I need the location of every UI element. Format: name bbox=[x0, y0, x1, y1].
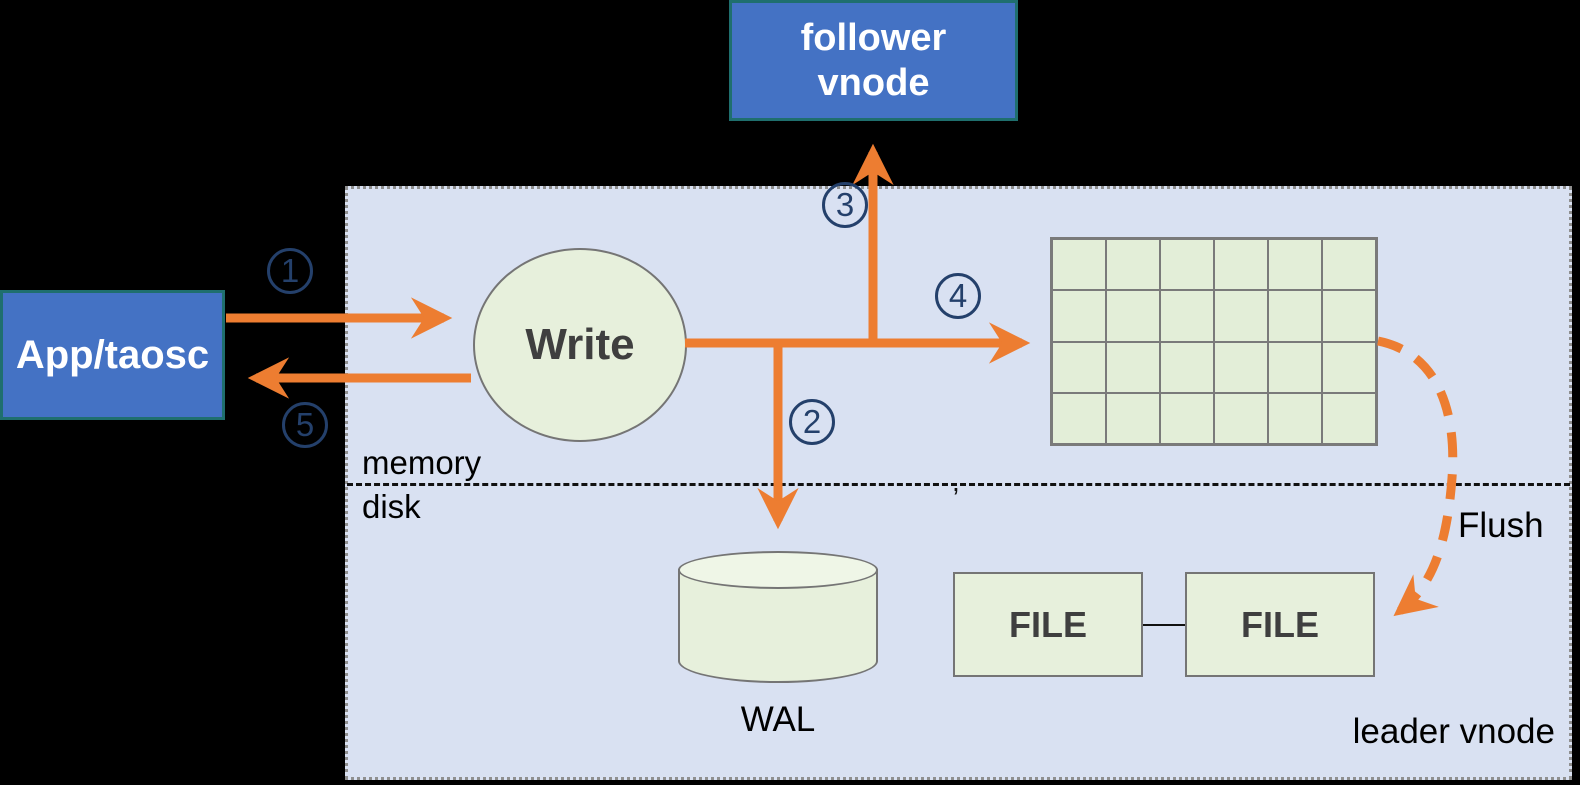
follower-vnode-node: follower vnode bbox=[729, 0, 1018, 121]
memtable-cell bbox=[1268, 239, 1322, 291]
memtable-cell bbox=[1106, 239, 1160, 291]
write-process-node: Write bbox=[473, 248, 687, 442]
memtable-cell bbox=[1160, 392, 1214, 444]
leader-vnode-label: leader vnode bbox=[1352, 712, 1555, 751]
memtable-cell bbox=[1268, 290, 1322, 342]
step-5-number: 5 bbox=[295, 406, 315, 443]
follower-vnode-label: follower vnode bbox=[800, 16, 947, 104]
disk-label: disk bbox=[362, 488, 421, 525]
wal-cylinder-top bbox=[678, 551, 878, 589]
wal-cylinder bbox=[678, 551, 878, 683]
memtable-cell bbox=[1106, 392, 1160, 444]
file-connector-line bbox=[1143, 624, 1185, 626]
app-taosc-node: App/taosc bbox=[0, 290, 225, 420]
memtable-cell bbox=[1214, 392, 1268, 444]
memtable-cell bbox=[1268, 341, 1322, 393]
file-node-left: FILE bbox=[953, 572, 1143, 677]
step-badge-1: 1 bbox=[267, 248, 313, 294]
memtable-cell bbox=[1268, 392, 1322, 444]
memtable-cell bbox=[1052, 239, 1106, 291]
memtable-cell bbox=[1052, 392, 1106, 444]
memtable-cell bbox=[1322, 290, 1376, 342]
memtable-cell bbox=[1160, 341, 1214, 393]
memtable-cell bbox=[1322, 341, 1376, 393]
step-badge-3: 3 bbox=[822, 182, 868, 228]
step-3-number: 3 bbox=[835, 186, 855, 223]
step-badge-2: 2 bbox=[789, 399, 835, 445]
step-4-number: 4 bbox=[948, 277, 968, 314]
memtable-cell bbox=[1214, 290, 1268, 342]
memtable-cell bbox=[1322, 392, 1376, 444]
memtable-cell bbox=[1106, 290, 1160, 342]
memtable-cell bbox=[1160, 239, 1214, 291]
memtable-cell bbox=[1106, 341, 1160, 393]
step-badge-5: 5 bbox=[282, 402, 328, 448]
memtable-cell bbox=[1214, 239, 1268, 291]
step-1-number: 1 bbox=[280, 252, 300, 289]
divider-comma-mark: , bbox=[952, 466, 960, 497]
memtable-cell bbox=[1052, 290, 1106, 342]
file-right-label: FILE bbox=[1241, 603, 1319, 645]
write-label: Write bbox=[525, 320, 635, 369]
memtable-cell bbox=[1322, 239, 1376, 291]
memory-label: memory bbox=[362, 444, 482, 481]
memtable-grid bbox=[1050, 237, 1378, 446]
file-left-label: FILE bbox=[1009, 603, 1087, 645]
step-2-number: 2 bbox=[802, 403, 822, 440]
memtable-cell bbox=[1214, 341, 1268, 393]
step-badge-4: 4 bbox=[935, 273, 981, 319]
memtable-cell bbox=[1052, 341, 1106, 393]
wal-label: WAL bbox=[740, 700, 816, 739]
app-taosc-label: App/taosc bbox=[15, 332, 210, 377]
memtable-cell bbox=[1160, 290, 1214, 342]
memory-disk-divider bbox=[347, 483, 1570, 486]
flush-label: Flush bbox=[1458, 506, 1544, 545]
file-node-right: FILE bbox=[1185, 572, 1375, 677]
